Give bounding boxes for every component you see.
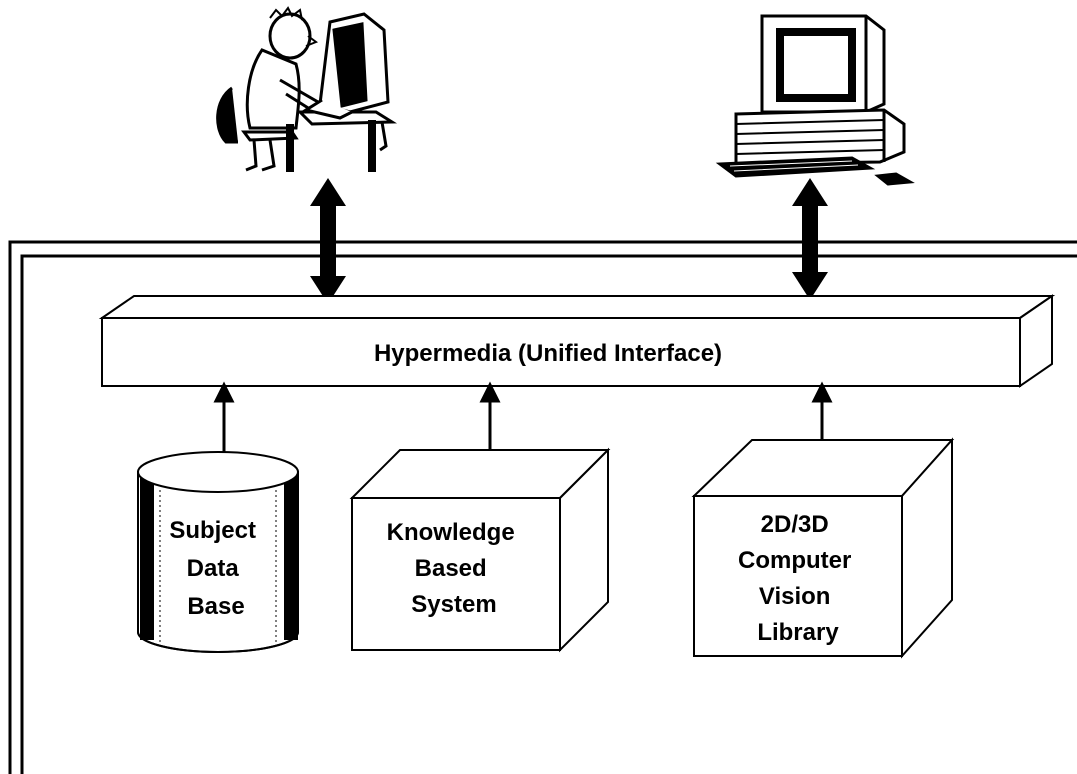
vision-library-label-line: 2D/3D	[761, 511, 829, 538]
knowledge-system-label-line: Based	[415, 555, 487, 582]
database-cylinder	[137, 451, 299, 653]
vision-library-label: 2D/3D Computer Vision Library	[738, 511, 858, 646]
computer-interface-arrow	[792, 178, 828, 300]
vision-library-label-line: Library	[757, 619, 839, 646]
hypermedia-interface-bar	[98, 294, 1056, 388]
vision-library-label-line: Computer	[738, 547, 851, 574]
desktop-computer-icon	[715, 14, 915, 186]
database-label-line: Subject	[169, 517, 256, 544]
system-boundary-frame	[8, 240, 1077, 774]
vision-library-box	[691, 437, 955, 659]
knowledge-system-label: Knowledge Based System	[387, 519, 522, 618]
knowledge-system-box	[349, 447, 611, 653]
hypermedia-interface-label: Hypermedia (Unified Interface)	[374, 340, 722, 367]
knowledge-system-label-line: Knowledge	[387, 519, 515, 546]
database-label-line: Base	[187, 593, 244, 620]
database-label: Subject Data Base	[169, 517, 262, 620]
knowledge-system-label-line: System	[411, 591, 496, 618]
database-label-line: Data	[187, 555, 240, 582]
user-at-terminal-icon	[216, 6, 398, 172]
user-interface-arrow	[310, 178, 346, 304]
vision-library-label-line: Vision	[759, 583, 831, 610]
